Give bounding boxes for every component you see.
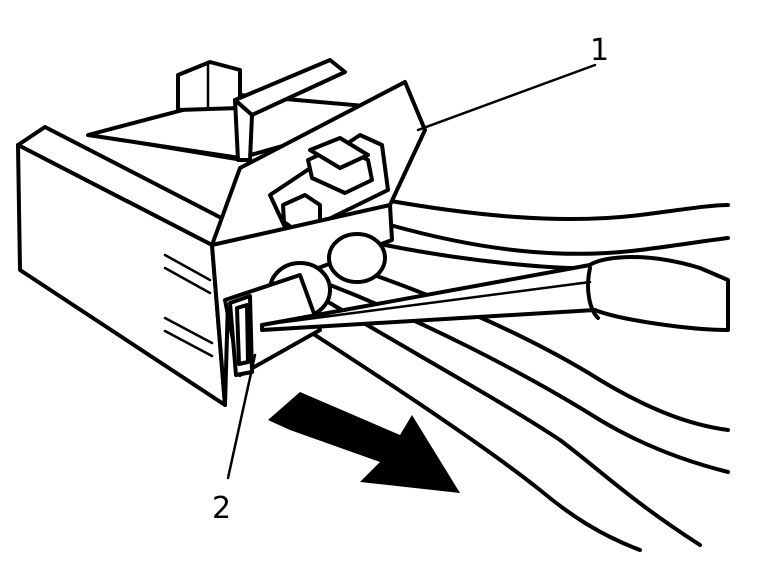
pick-tool [260, 255, 730, 332]
leader-line-1 [416, 63, 597, 132]
connector-body [16, 58, 427, 407]
callout-label-1: 1 [590, 33, 609, 68]
callout-label-2: 2 [212, 491, 231, 526]
callout-leaders [226, 63, 597, 480]
pull-direction-arrow [268, 392, 460, 493]
leader-line-2 [226, 353, 257, 480]
